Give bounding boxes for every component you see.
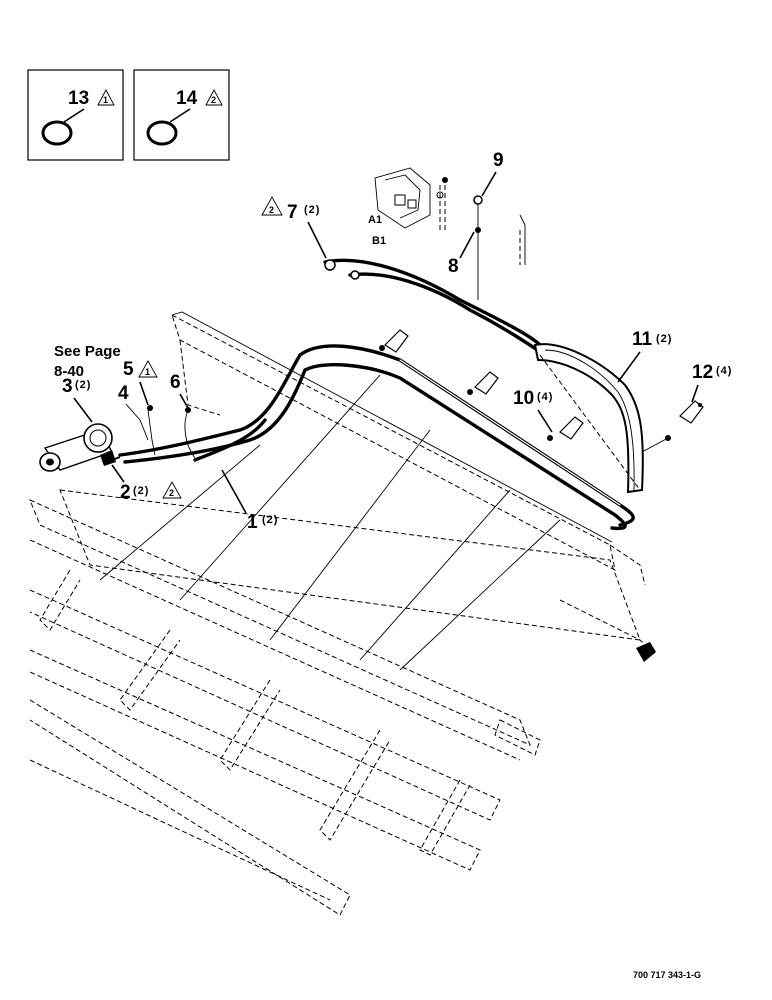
callout-7-qty: (2) [304,204,320,216]
note-triangle-icon [138,360,158,378]
see-page-number: 8-40 [54,363,84,380]
leader-line [169,108,191,123]
detail-box-13: 13 1 [27,69,124,161]
callout-13-note: 1 [103,95,108,105]
leader-line [641,437,669,453]
leader-line [617,351,641,383]
callout-13-label: 13 [68,88,89,109]
callout-6-label: 6 [170,372,181,393]
o-ring-icon [41,120,73,146]
note-triangle-icon [205,89,223,106]
callout-12-qty: (4) [716,365,732,377]
callout-2-note: 2 [169,488,174,498]
callout-1-label: 1 [247,512,258,533]
callout-11-label: 11 [632,329,653,350]
leader-line [459,231,475,259]
callout-5-note: 1 [145,367,150,377]
callout-2-label: 2 [120,482,131,503]
callout-7-note: 2 [269,205,274,215]
valve-block [374,167,526,265]
leader-line [481,171,497,197]
leader-line [125,403,149,441]
header-frame [29,374,656,916]
port-a1-label: A1 [368,214,382,226]
callout-10-label: 10 [513,388,534,409]
latch-icon [636,642,656,662]
note-triangle-icon [97,89,115,106]
hose-4-icon [147,409,156,456]
hose-sleeve [533,343,644,494]
note-triangle-icon [162,481,182,499]
leader-line [139,381,149,406]
callout-14-note: 2 [211,95,216,105]
callout-3-label: 3 [62,376,73,397]
callout-3-qty: (2) [75,379,91,391]
cylinder-assembly [39,423,121,472]
leader-line [691,384,699,403]
callout-4-label: 4 [118,383,129,404]
detail-box-14: 14 2 [133,69,230,161]
callout-2-qty: (2) [133,485,149,497]
hose-6-icon [184,409,196,459]
leader-line [221,469,247,514]
callout-9-label: 9 [493,150,504,171]
leader-line [307,221,327,259]
callout-11-qty: (2) [656,333,672,345]
leader-line [179,393,189,409]
callout-10-qty: (4) [537,391,553,403]
see-page-text: See Page [54,343,121,360]
note-triangle-icon [261,196,283,216]
callout-1-qty: (2) [262,514,278,526]
callout-7-label: 7 [287,202,298,223]
callout-8-label: 8 [448,256,459,277]
leader-line [537,409,553,433]
leader-line [111,464,125,483]
callout-5-label: 5 [123,359,134,380]
port-b1-label: B1 [372,235,386,247]
leader-line [63,108,85,123]
shield-panel [171,311,656,662]
callout-12-label: 12 [692,362,713,383]
leader-line [73,397,93,423]
callout-14-label: 14 [176,88,198,109]
o-ring-icon [146,120,178,146]
drawing-number: 700 717 343-1-G [633,970,701,980]
fittings [147,177,704,441]
hydraulic-hoses [118,200,635,531]
